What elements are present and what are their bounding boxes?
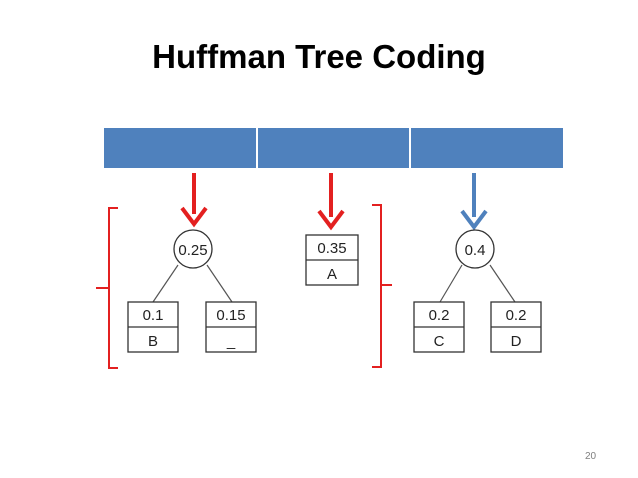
node-a-value: 0.35 [317,240,346,257]
red-arrow-2 [317,173,345,231]
table-cell-1 [104,128,256,168]
tree1-root-node [173,229,213,269]
header-table [104,128,564,168]
tree1-left-edge [152,264,179,303]
tree1-right-symbol: _ [226,333,236,350]
tree2-root-value: 0.4 [465,242,486,259]
tree2-right-value: 0.2 [506,307,527,324]
slide-title: Huffman Tree Coding [152,38,486,75]
tree1-right-value: 0.15 [216,307,245,324]
tree-1: 0.25 0.1 B 0.15 _ [127,229,257,353]
table-cell-2 [255,128,410,168]
tree1-left-symbol: B [148,333,158,350]
tree2-right-symbol: D [511,333,522,350]
node-a: 0.35 A [305,234,359,286]
tree2-left-edge [439,264,463,303]
tree2-root-node [455,229,495,269]
tree2-left-value: 0.2 [429,307,450,324]
right-bracket [372,204,392,368]
tree1-left-value: 0.1 [143,307,164,324]
tree1-right-edge [206,264,233,303]
red-arrow-1 [180,173,208,228]
node-a-symbol: A [327,266,337,283]
tree2-right-edge [489,264,516,303]
tree1-root-value: 0.25 [178,242,207,259]
tree-2: 0.4 0.2 C 0.2 D [413,229,542,353]
tree2-left-symbol: C [434,333,445,350]
blue-arrow [460,173,488,231]
page-number: 20 [585,451,597,462]
table-cell-3 [409,128,564,168]
left-bracket [96,207,118,369]
